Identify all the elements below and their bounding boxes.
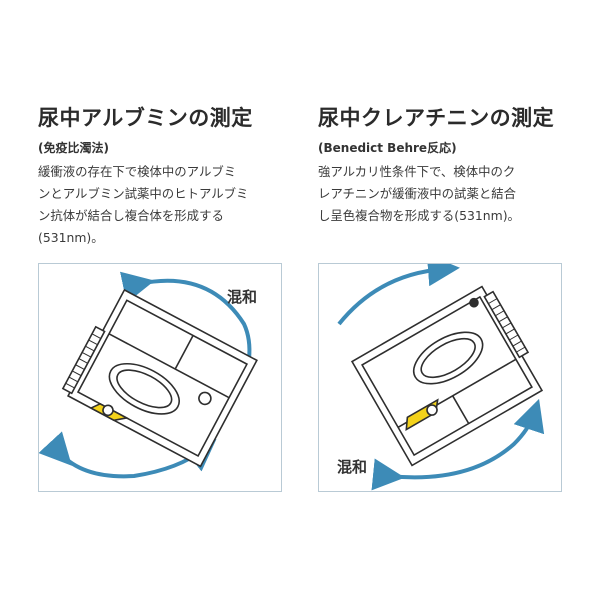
creatinine-diagram-panel: 混和: [318, 263, 562, 492]
albumin-description-line: ンとアルブミン試薬中のヒトアルブミ: [38, 186, 249, 201]
creatinine-cartridge-diagram: [337, 264, 545, 491]
albumin-description-line: (531nm)。: [38, 230, 104, 245]
albumin-description: 緩衝液の存在下で検体中のアルブミ ンとアルブミン試薬中のヒトアルブミ ン抗体が結…: [38, 161, 282, 249]
albumin-cartridge-diagram: [39, 271, 258, 479]
reaction-well: [412, 331, 484, 385]
albumin-description-line: 緩衝液の存在下で検体中のアルブミ: [38, 164, 237, 179]
mix-arrow-bottom: [371, 398, 545, 491]
creatinine-method: (Benedict Behre反応): [318, 141, 457, 155]
creatinine-title: 尿中クレアチニンの測定: [318, 106, 555, 130]
cartridge: [350, 285, 544, 467]
cartridge: [61, 288, 258, 468]
creatinine-section: 尿中クレアチニンの測定 (Benedict Behre反応) 強アルカリ性条件下…: [318, 104, 562, 227]
albumin-description-line: ン抗体が結合し複合体を形成する: [38, 208, 224, 223]
creatinine-description: 強アルカリ性条件下で、検体中のク レアチニンが緩衝液中の試薬と結合 し呈色複合物…: [318, 161, 562, 227]
albumin-section: 尿中アルブミンの測定 (免疫比濁法) 緩衝液の存在下で検体中のアルブミ ンとアル…: [38, 104, 282, 249]
albumin-title: 尿中アルブミンの測定: [38, 106, 253, 130]
reaction-well: [108, 362, 180, 415]
albumin-method: (免疫比濁法): [38, 141, 109, 155]
mix-arrow-top: [337, 264, 460, 326]
mix-label: 混和: [337, 458, 368, 476]
creatinine-description-line: レアチニンが緩衝液中の試薬と結合: [318, 186, 517, 201]
mix-label: 混和: [227, 288, 258, 306]
mix-arrow-bottom: [39, 431, 217, 479]
mix-arrow-top: [120, 271, 252, 360]
creatinine-description-line: 強アルカリ性条件下で、検体中のク: [318, 164, 516, 179]
albumin-diagram-panel: 混和: [38, 263, 282, 492]
creatinine-description-line: し呈色複合物を形成する(531nm)。: [318, 208, 520, 223]
bubble-icon: [198, 391, 212, 406]
